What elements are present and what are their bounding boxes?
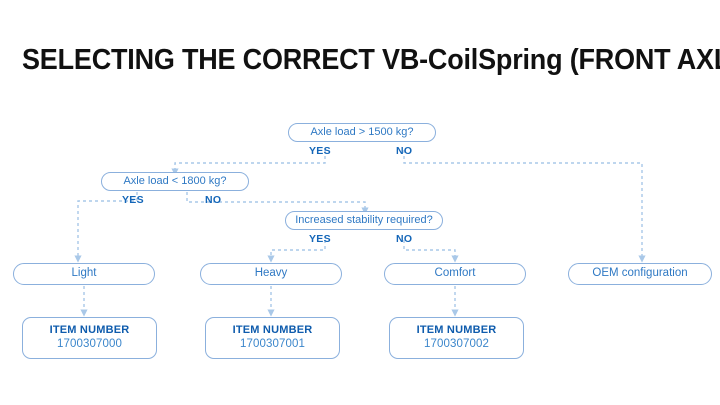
branch-label-d2-yes: YES bbox=[122, 194, 144, 206]
branch-label-d1-no: NO bbox=[396, 145, 413, 157]
connector-d3-yes-to-heavy bbox=[267, 240, 326, 263]
item-number-heading: ITEM NUMBER bbox=[416, 324, 497, 337]
decision-label: Increased stability required? bbox=[295, 214, 433, 226]
category-node-light[interactable]: Light bbox=[13, 263, 155, 285]
item-number-value: 1700307000 bbox=[57, 338, 122, 351]
item-number-heading: ITEM NUMBER bbox=[232, 324, 313, 337]
category-node-comfort[interactable]: Comfort bbox=[384, 263, 526, 285]
item-number-value: 1700307002 bbox=[424, 338, 489, 351]
connector-d2-yes-to-light bbox=[74, 192, 138, 263]
category-node-heavy[interactable]: Heavy bbox=[200, 263, 342, 285]
category-label: Heavy bbox=[254, 267, 288, 280]
item-number-value: 1700307001 bbox=[240, 338, 305, 351]
decision-node-axle-load-1500[interactable]: Axle load > 1500 kg? bbox=[288, 123, 436, 142]
decision-label: Axle load < 1800 kg? bbox=[123, 175, 227, 187]
decision-label: Axle load > 1500 kg? bbox=[310, 126, 414, 138]
connector-d2-no-to-d3 bbox=[186, 192, 369, 215]
branch-label-d3-no: NO bbox=[396, 233, 413, 245]
category-label: OEM configuration bbox=[592, 267, 688, 280]
item-number-card-comfort[interactable]: ITEM NUMBER 1700307002 bbox=[389, 317, 524, 359]
category-label: Comfort bbox=[434, 267, 476, 280]
category-node-oem-configuration[interactable]: OEM configuration bbox=[568, 263, 712, 285]
category-label: Light bbox=[71, 267, 97, 280]
branch-label-d2-no: NO bbox=[205, 194, 222, 206]
item-number-card-light[interactable]: ITEM NUMBER 1700307000 bbox=[22, 317, 157, 359]
page-title: SELECTING THE CORRECT VB-CoilSpring (FRO… bbox=[22, 44, 720, 76]
item-number-card-heavy[interactable]: ITEM NUMBER 1700307001 bbox=[205, 317, 340, 359]
decision-node-axle-load-1800[interactable]: Axle load < 1800 kg? bbox=[101, 172, 249, 191]
item-number-heading: ITEM NUMBER bbox=[49, 324, 130, 337]
decision-node-increased-stability[interactable]: Increased stability required? bbox=[285, 211, 443, 230]
connector-d1-no-to-oem bbox=[403, 150, 646, 263]
connector-d1-yes-to-d2 bbox=[171, 150, 326, 176]
branch-label-d3-yes: YES bbox=[309, 233, 331, 245]
branch-label-d1-yes: YES bbox=[309, 145, 331, 157]
